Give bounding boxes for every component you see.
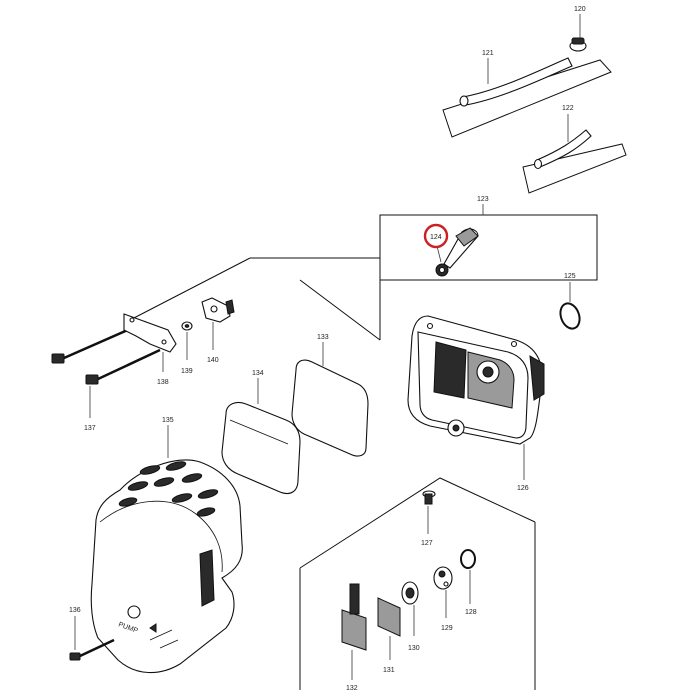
label-125: 125 [564,273,576,280]
part-130-diaphragm[interactable] [401,581,419,636]
frame-pump-group [299,477,536,690]
highlight-circle-124 [423,223,449,249]
label-139: 139 [181,368,193,375]
label-126: 126 [517,485,529,492]
part-138-bracket[interactable] [123,313,177,372]
frame-hose-122 [522,143,627,194]
label-134: 134 [252,370,264,377]
label-131: 131 [383,667,395,674]
label-138: 138 [157,379,169,386]
label-132: 132 [346,685,358,692]
part-127-screw[interactable] [422,490,436,534]
label-120: 120 [574,6,586,13]
part-134-filter-sponge[interactable] [221,378,301,495]
part-135-cover[interactable] [90,425,243,674]
part-128-o-ring[interactable] [460,549,476,604]
label-129: 129 [441,625,453,632]
part-137-bolt[interactable] [85,348,161,418]
label-124: 124 [430,234,442,241]
part-131-gasket[interactable] [377,597,401,660]
label-123: 123 [477,196,489,203]
label-130: 130 [408,645,420,652]
label-127: 127 [421,540,433,547]
label-122: 122 [562,105,574,112]
frame-filter-group [129,257,381,341]
part-139-washer[interactable] [181,321,193,360]
label-121: 121 [482,50,494,57]
part-136-screw[interactable] [69,616,115,661]
part-126-air-cleaner-case[interactable] [407,315,545,480]
part-140-lever-plate[interactable] [201,297,235,350]
part-122-hose[interactable] [533,114,592,170]
label-137: 137 [84,425,96,432]
label-140: 140 [207,357,219,364]
label-133: 133 [317,334,329,341]
label-136: 136 [69,607,81,614]
part-120-clamp[interactable] [569,14,587,52]
part-133-filter-plate[interactable] [291,342,369,457]
part-124-choke-lever[interactable] [435,227,479,277]
part-129-pump-body[interactable] [433,566,453,618]
part-125-o-ring[interactable] [557,282,583,331]
part-121-hose[interactable] [459,57,573,107]
label-135: 135 [162,417,174,424]
label-128: 128 [465,609,477,616]
part-132-check-valve[interactable] [341,583,367,680]
